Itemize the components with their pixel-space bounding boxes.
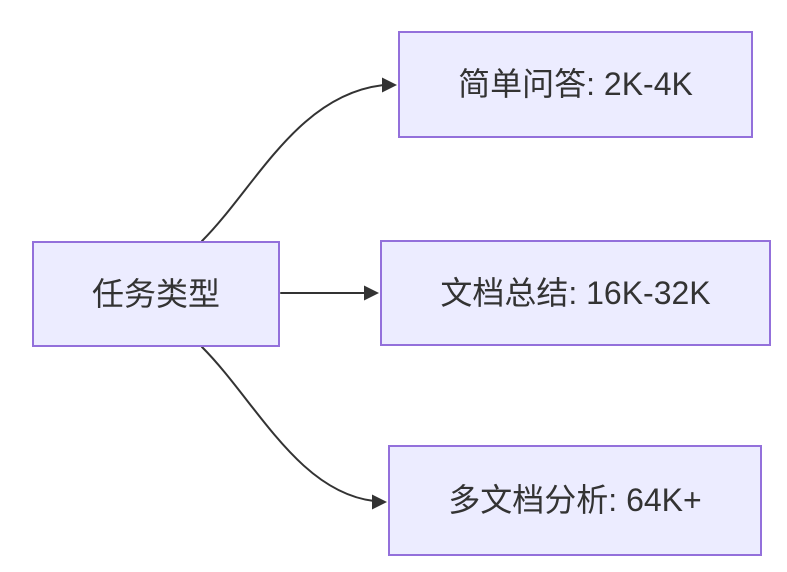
arrowhead-icon: [382, 77, 397, 93]
node-multi-doc: 多文档分析: 64K+: [388, 445, 762, 556]
node-simple-qa: 简单问答: 2K-4K: [398, 31, 753, 138]
node-multi-doc-label: 多文档分析: 64K+: [448, 482, 702, 519]
node-simple-qa-label: 简单问答: 2K-4K: [458, 66, 693, 103]
arrowhead-icon: [372, 494, 387, 510]
edge-task-type-to-doc-summary: [280, 285, 379, 301]
edge-task-type-to-multi-doc: [201, 346, 387, 510]
node-task-type-label: 任务类型: [91, 275, 220, 312]
edge-line: [201, 346, 375, 502]
node-task-type: 任务类型: [32, 241, 280, 347]
node-doc-summary-label: 文档总结: 16K-32K: [440, 274, 711, 311]
node-doc-summary: 文档总结: 16K-32K: [380, 240, 771, 346]
edge-task-type-to-simple-qa: [201, 77, 397, 242]
arrowhead-icon: [364, 285, 379, 301]
edge-line: [201, 84, 385, 242]
